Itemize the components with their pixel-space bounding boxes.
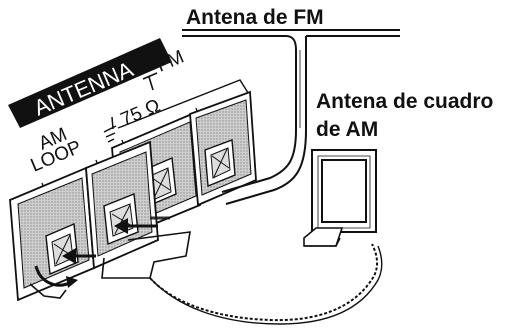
am-terminal-2 (85, 140, 159, 270)
am-loop-antenna-label-line2: de AM (316, 118, 378, 141)
am-loop-antenna-label-line1: Antena de cuadro (316, 90, 493, 113)
fm-terminal-2 (189, 90, 257, 207)
ground-icon (103, 116, 117, 143)
am-terminal-1 (9, 166, 95, 302)
fm-antenna-wire (182, 29, 400, 205)
am-loop-antenna (303, 149, 377, 247)
antenna-icon (142, 72, 158, 91)
fm-antenna-label: Antena de FM (186, 6, 324, 29)
am-antenna-wire (101, 231, 383, 325)
